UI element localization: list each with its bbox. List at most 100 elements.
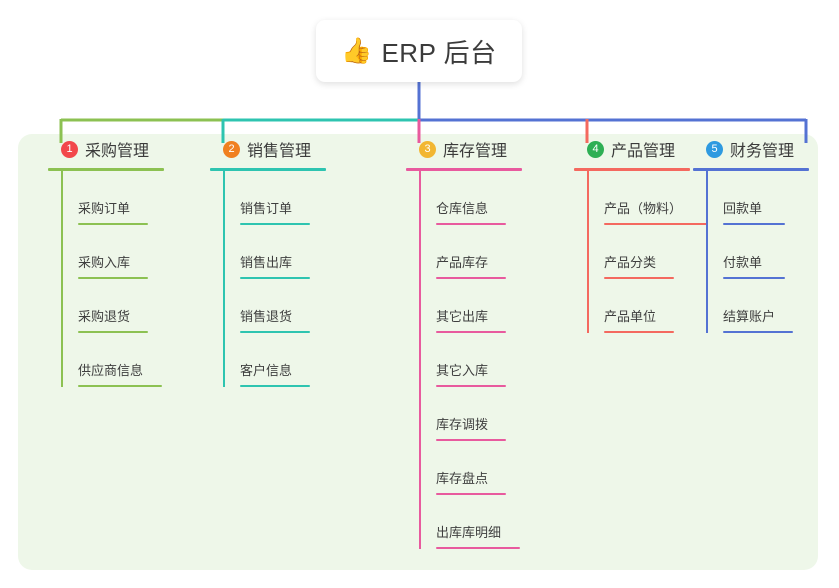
branch-header-2[interactable]: 2 销售管理 [210, 134, 370, 164]
branch-column-3: 3 库存管理 仓库信息 产品库存 其它出库 其它入库 [406, 134, 566, 549]
branch-header-4[interactable]: 4 产品管理 [574, 134, 749, 164]
item-label: 销售订单 [240, 201, 293, 216]
branch-header-5[interactable]: 5 财务管理 [693, 134, 839, 164]
branch-header-1[interactable]: 1 采购管理 [48, 134, 208, 164]
branch-column-4: 4 产品管理 产品（物料） 产品分类 产品单位 [574, 134, 749, 333]
branch-title-5: 财务管理 [730, 143, 795, 160]
list-item[interactable]: 销售退货 [210, 279, 370, 333]
branch-column-2: 2 销售管理 销售订单 销售出库 销售退货 客户信息 [210, 134, 370, 387]
branch-title-2: 销售管理 [247, 143, 312, 160]
item-underline [604, 223, 708, 225]
branch-stem-2 [223, 171, 225, 387]
item-underline [723, 277, 785, 279]
item-label: 客户信息 [240, 363, 293, 378]
item-label: 其它出库 [436, 309, 489, 324]
item-underline [436, 493, 506, 495]
item-underline [436, 331, 506, 333]
item-underline [436, 439, 506, 441]
item-underline [78, 223, 148, 225]
list-item[interactable]: 产品分类 [574, 225, 749, 279]
branch-badge-3: 3 [419, 140, 436, 158]
item-underline [604, 331, 674, 333]
list-item[interactable]: 产品（物料） [574, 171, 749, 225]
list-item[interactable]: 采购退货 [48, 279, 208, 333]
branch-items-5: 回款单 付款单 结算账户 [693, 171, 839, 333]
list-item[interactable]: 其它入库 [406, 333, 566, 387]
branch-column-5: 5 财务管理 回款单 付款单 结算账户 [693, 134, 839, 333]
branch-underline-4 [574, 168, 690, 171]
branch-title-4: 产品管理 [611, 143, 676, 160]
item-label: 仓库信息 [436, 201, 489, 216]
item-underline [436, 385, 506, 387]
root-title: ERP 后台 [381, 37, 497, 68]
item-label: 采购退货 [78, 309, 131, 324]
item-label: 出库库明细 [436, 525, 502, 540]
item-underline [240, 385, 310, 387]
branch-stem-1 [61, 171, 63, 387]
list-item[interactable]: 回款单 [693, 171, 839, 225]
item-underline [240, 223, 310, 225]
item-label: 产品（物料） [604, 201, 683, 216]
branch-items-4: 产品（物料） 产品分类 产品单位 [574, 171, 749, 333]
item-label: 库存盘点 [436, 471, 489, 486]
item-underline [78, 385, 162, 387]
list-item[interactable]: 产品单位 [574, 279, 749, 333]
list-item[interactable]: 销售订单 [210, 171, 370, 225]
item-label: 库存调拨 [436, 417, 489, 432]
list-item[interactable]: 库存调拨 [406, 387, 566, 441]
item-label: 销售退货 [240, 309, 293, 324]
item-label: 销售出库 [240, 255, 293, 270]
branch-header-3[interactable]: 3 库存管理 [406, 134, 566, 164]
branch-stem-5 [706, 171, 708, 333]
item-label: 产品库存 [436, 255, 489, 270]
list-item[interactable]: 采购订单 [48, 171, 208, 225]
list-item[interactable]: 出库库明细 [406, 495, 566, 549]
branch-badge-5: 5 [706, 140, 723, 158]
item-underline [436, 223, 506, 225]
branch-title-3: 库存管理 [443, 143, 508, 160]
root-node-card[interactable]: 👍 ERP 后台 [316, 20, 522, 82]
branch-items-1: 采购订单 采购入库 采购退货 供应商信息 [48, 171, 208, 387]
branch-badge-1: 1 [61, 140, 78, 158]
branch-underline-3 [406, 168, 522, 171]
branch-stem-3 [419, 171, 421, 549]
branch-badge-4: 4 [587, 140, 604, 158]
item-underline [436, 547, 520, 549]
list-item[interactable]: 采购入库 [48, 225, 208, 279]
branch-stem-4 [587, 171, 589, 333]
item-underline [240, 331, 310, 333]
item-label: 采购订单 [78, 201, 131, 216]
branch-badge-2: 2 [223, 140, 240, 158]
branch-underline-1 [48, 168, 164, 171]
item-underline [604, 277, 674, 279]
list-item[interactable]: 客户信息 [210, 333, 370, 387]
list-item[interactable]: 其它出库 [406, 279, 566, 333]
list-item[interactable]: 付款单 [693, 225, 839, 279]
item-underline [436, 277, 506, 279]
branch-column-1: 1 采购管理 采购订单 采购入库 采购退货 供应商信 [48, 134, 208, 387]
item-underline [240, 277, 310, 279]
item-label: 供应商信息 [78, 363, 144, 378]
thumbs-up-icon: 👍 [341, 36, 373, 65]
branch-underline-2 [210, 168, 326, 171]
branch-title-1: 采购管理 [85, 143, 150, 160]
item-label: 回款单 [723, 201, 763, 216]
list-item[interactable]: 结算账户 [693, 279, 839, 333]
list-item[interactable]: 产品库存 [406, 225, 566, 279]
item-label: 其它入库 [436, 363, 489, 378]
item-underline [78, 277, 148, 279]
item-label: 付款单 [723, 255, 763, 270]
item-underline [723, 223, 785, 225]
list-item[interactable]: 供应商信息 [48, 333, 208, 387]
list-item[interactable]: 仓库信息 [406, 171, 566, 225]
item-underline [78, 331, 148, 333]
branch-underline-5 [693, 168, 809, 171]
item-label: 结算账户 [723, 309, 776, 324]
item-underline [723, 331, 793, 333]
item-label: 产品分类 [604, 255, 657, 270]
branches-panel [18, 134, 818, 570]
list-item[interactable]: 销售出库 [210, 225, 370, 279]
branch-columns: 1 采购管理 采购订单 采购入库 采购退货 供应商信 [18, 134, 818, 570]
list-item[interactable]: 库存盘点 [406, 441, 566, 495]
